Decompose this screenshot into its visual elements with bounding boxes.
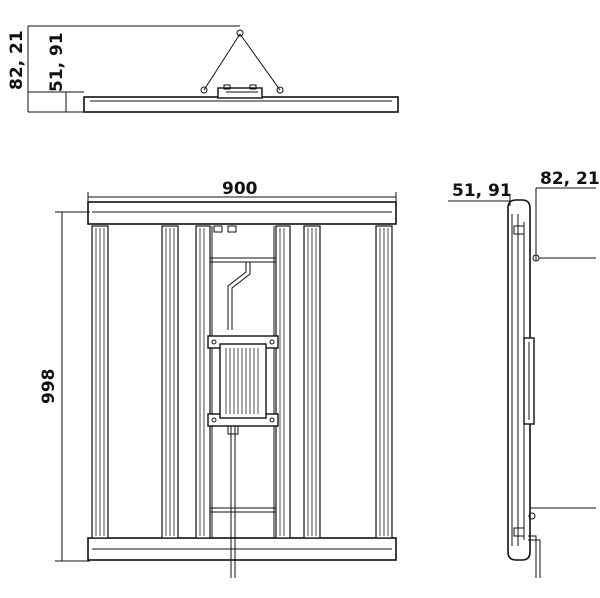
top-dim-body-height: 51, 91 [47,32,67,92]
side-view: 51, 91 82, 21 [448,169,600,578]
top-dim-total-height: 82, 21 [7,30,27,90]
top-rail [87,201,397,225]
bottom-rail [87,537,397,561]
light-bar [275,225,291,539]
light-bar [91,225,109,539]
top-view: 82, 21 51, 91 [7,25,399,113]
driver [219,343,267,419]
front-dim-height: 998 [39,369,59,405]
side-dim-body-height: 51, 91 [452,181,512,201]
front-view: 900 998 [39,179,397,578]
light-bar [375,225,393,539]
light-bar [195,225,211,539]
front-dim-width: 900 [222,179,258,199]
side-dim-total-height: 82, 21 [540,169,600,189]
light-bar [303,225,321,539]
light-bar [161,225,179,539]
